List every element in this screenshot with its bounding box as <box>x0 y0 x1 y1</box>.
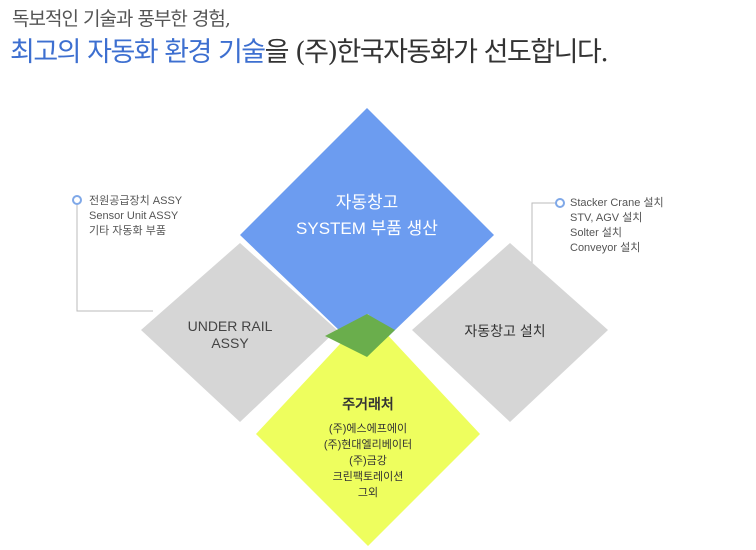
right-note-item: STV, AGV 설치 <box>570 212 643 224</box>
right-note-list: Stacker Crane 설치 STV, AGV 설치 Solter 설치 C… <box>570 196 664 256</box>
right-bullet <box>555 198 565 208</box>
right-note-item: Stacker Crane 설치 <box>570 197 664 209</box>
top-diamond-subtitle: SYSTEM 부품 생산 <box>296 219 438 238</box>
client-item: (주)에스에프에이 <box>328 423 408 435</box>
header-rest: 을 (주)한국자동화가 선도합니다. <box>264 37 609 68</box>
left-note-list: 전원공급장치 ASSY Sensor Unit ASSY 기타 자동화 부품 <box>89 194 182 239</box>
left-connector-line <box>76 205 153 312</box>
left-diamond-label: UNDER RAIL ASSY <box>170 318 290 352</box>
bottom-diamond-title: 주거래처 <box>342 396 394 412</box>
bottom-diamond-label: 주거래처 (주)에스에프에이 (주)현대엘리베이터 (주)금강 크린팩토레이션 … <box>298 395 438 501</box>
client-item: 그외 <box>357 487 379 499</box>
left-note-item: 기타 자동화 부품 <box>89 225 166 237</box>
top-diamond-label: 자동창고 SYSTEM 부품 생산 <box>287 190 447 242</box>
right-diamond-label: 자동창고 설치 <box>464 323 546 339</box>
header-line1: 독보적인 기술과 풍부한 경험, <box>12 8 231 30</box>
right-note-item: Conveyor 설치 <box>570 242 641 254</box>
right-connector-line <box>531 202 560 271</box>
client-item: 크린팩토레이션 <box>332 471 404 483</box>
left-note-item: Sensor Unit ASSY <box>89 210 179 222</box>
right-note-item: Solter 설치 <box>570 227 623 239</box>
client-item: (주)금강 <box>349 455 387 467</box>
right-diamond <box>412 243 608 422</box>
left-bullet <box>72 195 82 205</box>
bottom-diamond <box>256 314 480 546</box>
left-note-item: 전원공급장치 ASSY <box>89 195 183 207</box>
left-diamond-line1: UNDER RAIL <box>187 318 273 334</box>
overlap-diamond <box>325 314 395 357</box>
header-line2: 최고의 자동화 환경 기술을 (주)한국자동화가 선도합니다. <box>10 30 609 69</box>
header-highlight: 최고의 자동화 환경 기술 <box>10 37 266 68</box>
left-diamond-line2: ASSY <box>211 335 249 351</box>
client-item: (주)현대엘리베이터 <box>323 439 413 451</box>
left-diamond <box>141 243 337 422</box>
top-diamond <box>240 108 494 357</box>
top-diamond-title: 자동창고 <box>335 193 399 212</box>
